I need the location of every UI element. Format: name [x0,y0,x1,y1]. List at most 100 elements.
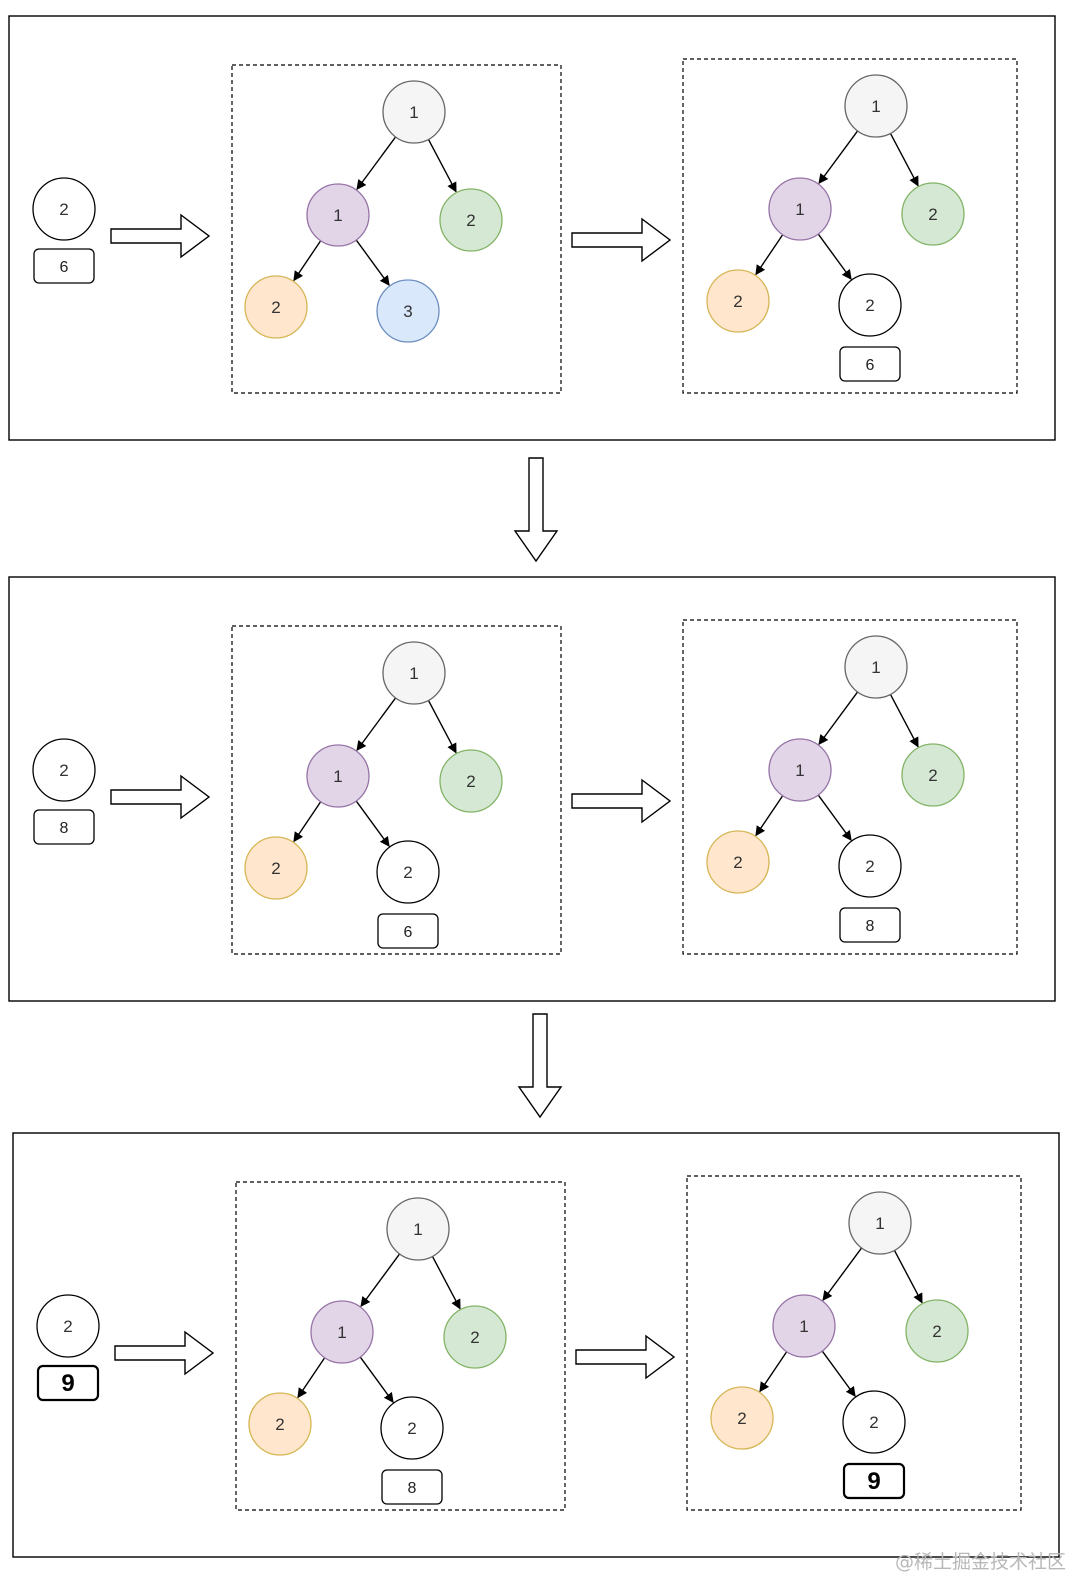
before-tree-3-node-leftright-label: 2 [407,1419,416,1438]
before-tree-2-edge-root-left [356,697,397,752]
after-tree-1-node-left: 1 [768,177,832,241]
after-tree-2-node-leftright: 2 [838,834,902,898]
before-tree-3-node-root: 1 [386,1197,450,1261]
before-tree-1-edge-root-right [427,139,457,193]
before-tree-3-node-leftleft: 2 [248,1392,312,1456]
after-tree-2-edge-root-left [818,691,859,746]
before-tree-2-value-box-label: 6 [404,924,413,941]
process-arrow-1-a [110,213,211,259]
after-tree-1-node-root-label: 1 [871,97,880,116]
input-value-box-3-label: 9 [61,1370,74,1397]
after-tree-2-value-box: 8 [839,907,901,943]
after-tree-3-node-leftleft-circle [710,1386,774,1450]
after-tree-1-node-leftright-circle [838,273,902,337]
after-tree-frame-1 [682,58,1018,394]
before-tree-3-value-box: 8 [381,1469,443,1505]
before-tree-2-node-right: 2 [439,749,503,813]
after-tree-3-edge-root-right [893,1250,923,1304]
after-tree-3-edge-root-left [822,1247,863,1302]
before-tree-2-node-root-label: 1 [409,664,418,683]
after-tree-1-node-leftright-label: 2 [865,296,874,315]
after-tree-2-node-right: 2 [901,743,965,807]
before-tree-1-node-root-circle [382,80,446,144]
before-tree-2-node-leftright-label: 2 [403,863,412,882]
before-tree-2-node-root: 1 [382,641,446,705]
after-tree-2-edge-left-leftright [817,794,852,841]
before-tree-2-edge-left-leftleft [293,801,322,843]
after-tree-frame-2 [682,619,1018,955]
after-tree-2-node-leftleft-label: 2 [733,853,742,872]
after-tree-1-node-leftleft-circle [706,269,770,333]
input-value-box-1: 6 [33,248,95,284]
input-value-box-2: 8 [33,809,95,845]
before-tree-2-node-leftleft: 2 [244,836,308,900]
after-tree-3-node-leftright: 2 [842,1390,906,1454]
before-tree-1-node-leftleft-label: 2 [271,298,280,317]
after-tree-2-node-right-circle [901,743,965,807]
before-tree-1-node-leftright-label: 3 [403,302,412,321]
process-arrow-2-a [110,774,211,820]
before-tree-frame-2 [231,625,562,955]
after-tree-3-value-box-rect [842,1462,906,1500]
before-tree-3-node-right-circle [443,1305,507,1369]
after-tree-3-node-left-circle [772,1294,836,1358]
input-value-box-3-rect [36,1364,100,1402]
step-panel-2-frame [8,576,1056,1002]
before-tree-2-node-root-circle [382,641,446,705]
after-tree-3-node-right: 2 [905,1299,969,1363]
after-tree-2-node-root-label: 1 [871,658,880,677]
before-tree-2-node-leftleft-label: 2 [271,859,280,878]
after-tree-1-node-leftleft: 2 [706,269,770,333]
before-tree-3-node-root-label: 1 [413,1220,422,1239]
after-tree-3-node-root-circle [848,1191,912,1255]
step-panel-1-frame [8,15,1056,441]
before-tree-1-node-right-label: 2 [466,211,475,230]
before-tree-2-node-left-circle [306,744,370,808]
input-node-1-label: 2 [59,200,68,219]
after-tree-1-node-root-circle [844,74,908,138]
before-tree-3-node-leftright: 2 [380,1396,444,1460]
before-tree-frame-1 [231,64,562,394]
after-tree-1-node-leftright: 2 [838,273,902,337]
before-tree-3-edge-left-leftright [359,1356,394,1403]
input-node-3-circle [36,1294,100,1358]
before-tree-3-node-leftright-circle [380,1396,444,1460]
after-tree-1-node-right-circle [901,182,965,246]
input-value-box-3: 9 [36,1364,100,1402]
input-node-2-circle [32,738,96,802]
after-tree-1-edge-root-right [889,133,919,187]
before-tree-1-node-right-circle [439,188,503,252]
after-tree-2-node-left-circle [768,738,832,802]
input-node-3-label: 2 [63,1317,72,1336]
after-tree-1-value-box: 6 [839,346,901,382]
after-tree-3-value-box: 9 [842,1462,906,1500]
process-arrow-1-b [571,217,672,263]
before-tree-2-node-left: 1 [306,744,370,808]
after-tree-3-node-right-circle [905,1299,969,1363]
before-tree-1-node-leftleft: 2 [244,275,308,339]
before-tree-3-value-box-rect [381,1469,443,1505]
after-tree-2-node-left-label: 1 [795,761,804,780]
before-tree-3-node-left-label: 1 [337,1323,346,1342]
input-value-box-1-label: 6 [60,259,69,276]
after-tree-2-node-root-circle [844,635,908,699]
after-tree-2-edge-left-leftleft [755,795,784,837]
input-node-1: 2 [32,177,96,241]
before-tree-2-node-left-label: 1 [333,767,342,786]
after-tree-2-node-leftright-circle [838,834,902,898]
before-tree-3-value-box-label: 8 [408,1480,417,1497]
after-tree-3-value-box-label: 9 [867,1468,880,1495]
after-tree-3-node-leftleft-label: 2 [737,1409,746,1428]
after-tree-1-node-leftleft-label: 2 [733,292,742,311]
before-tree-1-node-left: 1 [306,183,370,247]
after-tree-2-value-box-rect [839,907,901,943]
before-tree-3-edge-left-leftleft [297,1357,326,1399]
after-tree-2-node-left: 1 [768,738,832,802]
before-tree-2-node-leftleft-circle [244,836,308,900]
watermark: @稀土掘金技术社区 [894,1551,1066,1573]
before-tree-3-node-left: 1 [310,1300,374,1364]
after-tree-1-node-left-circle [768,177,832,241]
